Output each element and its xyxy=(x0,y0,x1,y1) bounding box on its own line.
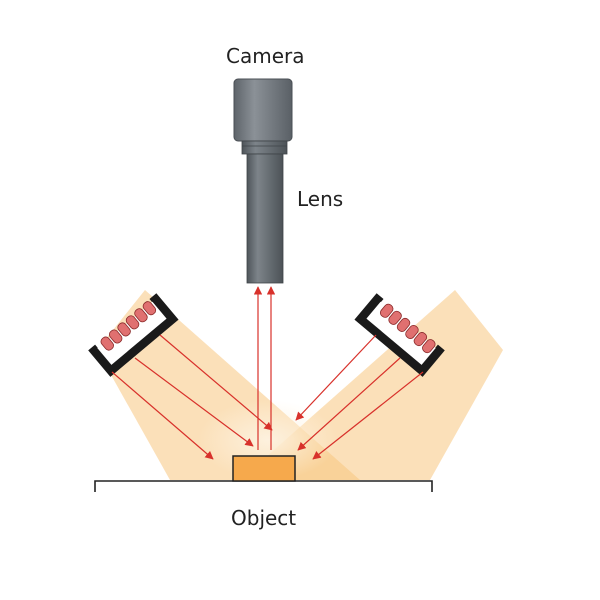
lens-label: Lens xyxy=(297,187,344,211)
right-led-row xyxy=(379,303,436,354)
ray xyxy=(134,357,254,447)
lens-barrel-icon xyxy=(246,153,284,284)
ray xyxy=(111,371,214,460)
right-incident-rays xyxy=(295,334,424,460)
left-light-icon xyxy=(88,293,179,377)
table-line xyxy=(94,480,433,492)
object-label: Object xyxy=(231,506,297,530)
camera-body-icon xyxy=(233,78,293,155)
reflected-rays xyxy=(253,286,276,450)
ray xyxy=(312,371,424,460)
camera-label: Camera xyxy=(226,44,305,68)
left-incident-rays xyxy=(111,334,273,460)
object-box xyxy=(232,455,296,482)
right-light-icon xyxy=(354,293,445,377)
left-led-row xyxy=(100,301,157,351)
ray xyxy=(297,357,401,451)
ray xyxy=(295,334,377,421)
ray xyxy=(159,334,273,431)
